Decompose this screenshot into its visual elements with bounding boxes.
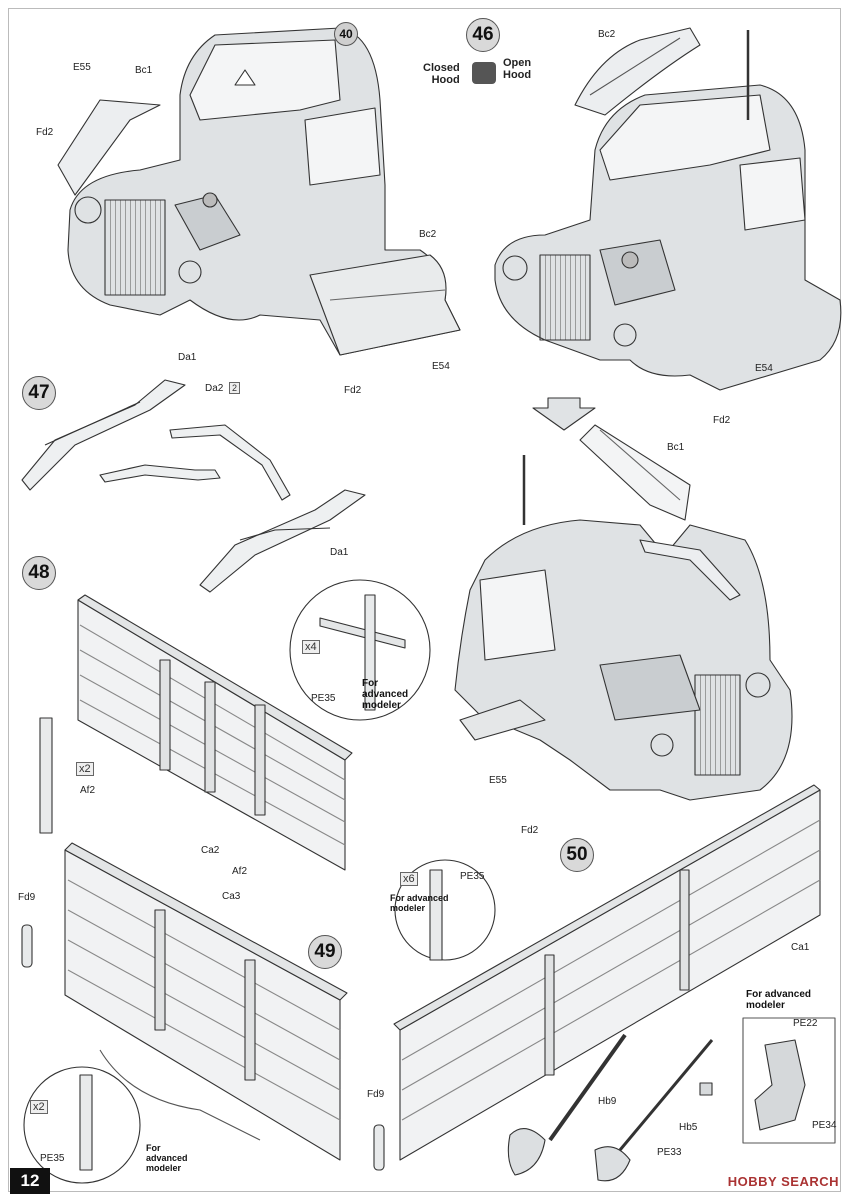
down-arrow — [532, 397, 596, 431]
label-bc1: Bc1 — [135, 65, 153, 76]
label-fd9: Fd9 — [367, 1089, 385, 1100]
label-fd2: Fd2 — [713, 415, 731, 426]
label-pe34: PE34 — [812, 1120, 837, 1131]
label-e54: E54 — [432, 361, 450, 372]
label-e55: E55 — [489, 775, 507, 786]
advanced-modeler-note: For advanced modeler — [746, 989, 812, 1011]
label-fd2: Fd2 — [344, 385, 362, 396]
side-panel-step48 — [39, 594, 353, 871]
label-da2: Da2 — [205, 383, 224, 394]
label-ca2: Ca2 — [201, 845, 220, 856]
x6-multiplier: x6 — [400, 872, 418, 886]
af2-multiplier: x2 — [76, 762, 94, 776]
advanced-modeler-note: For advanced modeler — [390, 893, 449, 913]
page-number: 12 — [10, 1168, 50, 1194]
step-49-circle: 49 — [308, 935, 342, 969]
step-47-circle: 47 — [22, 376, 56, 410]
detail-circle-50 — [394, 859, 496, 961]
label-fd9: Fd9 — [18, 892, 36, 903]
closed-hood-label: Closed Hood — [423, 62, 460, 86]
cab-open-hood-detail — [454, 424, 793, 801]
page-frame — [8, 8, 841, 1192]
label-e54: E54 — [755, 363, 773, 374]
label-pe35: PE35 — [40, 1153, 65, 1164]
label-e55: E55 — [73, 62, 91, 73]
cab-assembly-step40 — [57, 27, 461, 356]
advanced-modeler-note: For advanced modeler — [146, 1143, 188, 1173]
side-panel-step50 — [393, 784, 821, 1161]
x4-multiplier: x4 — [302, 640, 320, 654]
advanced-modeler-note: For advanced modeler — [362, 678, 409, 711]
label-da1: Da1 — [178, 352, 197, 363]
label-da1: Da1 — [330, 547, 349, 558]
pe-part — [754, 1039, 806, 1131]
label-bc2: Bc2 — [419, 229, 437, 240]
frame-rails-step47 — [21, 379, 366, 593]
da2-multiplier: 2 — [229, 382, 241, 394]
label-ca3: Ca3 — [222, 891, 241, 902]
watermark: HOBBY SEARCH — [727, 1174, 839, 1189]
open-hood-label: Open Hood — [503, 57, 532, 81]
x2-multiplier: x2 — [30, 1100, 48, 1114]
step-46-circle: 46 — [466, 18, 500, 52]
label-ca1: Ca1 — [791, 942, 810, 953]
step-48-circle: 48 — [22, 556, 56, 590]
label-bc2: Bc2 — [598, 29, 616, 40]
label-af2: Af2 — [80, 785, 96, 796]
hood-toggle-icon — [472, 62, 496, 84]
label-pe22: PE22 — [793, 1018, 818, 1029]
front-panel-step49 — [21, 842, 385, 1171]
detail-circle-48 — [289, 579, 431, 721]
label-pe33: PE33 — [657, 1147, 682, 1158]
label-pe35: PE35 — [460, 871, 485, 882]
label-af2: Af2 — [232, 866, 248, 877]
label-bc1: Bc1 — [667, 442, 685, 453]
step-50-circle: 50 — [560, 838, 594, 872]
label-fd2: Fd2 — [521, 825, 539, 836]
label-hb9: Hb9 — [598, 1096, 617, 1107]
label-hb5: Hb5 — [679, 1122, 698, 1133]
label-fd2: Fd2 — [36, 127, 54, 138]
label-pe35: PE35 — [311, 693, 336, 704]
step-40-circle: 40 — [334, 22, 358, 46]
tools-hb — [507, 1033, 714, 1182]
cab-assembly-step46 — [494, 27, 842, 391]
